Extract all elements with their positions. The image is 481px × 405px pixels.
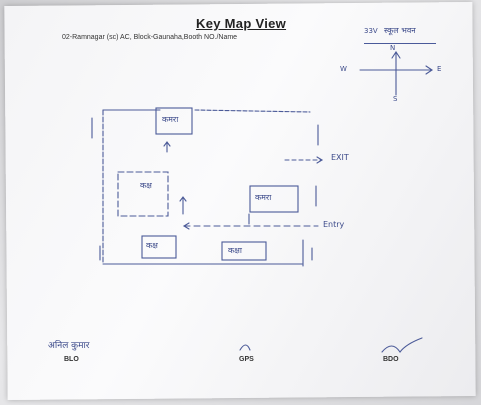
exit-label: EXIT: [331, 153, 349, 162]
page-title: Key Map View: [196, 16, 287, 31]
bdo-label: BDO: [383, 356, 399, 363]
blo-signature: अनिल कुमार: [48, 341, 90, 351]
room-label-top: कमरा: [162, 115, 179, 124]
bdo-signature: [381, 337, 423, 353]
entry-label: Entry: [323, 220, 345, 229]
room-label-right: कमरा: [255, 193, 272, 202]
compass-w: W: [340, 65, 347, 73]
room-label-bottom-right: कक्षा: [228, 246, 242, 255]
subtitle-text: 02-Ramnagar (sc) AC, Block-Gaunaha,Booth…: [62, 34, 238, 41]
compass-icon: [359, 51, 433, 96]
room-bottom-right: [221, 241, 267, 261]
room-left: [117, 171, 169, 217]
booth-subtitle: 02-Ramnagar (sc) AC, Block-Gaunaha,Booth…: [62, 34, 237, 41]
gps-mark: [239, 344, 251, 351]
boundary-wall: [102, 109, 311, 267]
compass-e: E: [437, 65, 442, 73]
blo-label: BLO: [64, 356, 79, 363]
room-right: [249, 185, 299, 213]
booth-name-hand: स्कूल भवन: [384, 26, 416, 35]
booth-number-hand: 33V: [364, 27, 378, 35]
room-label-bottom-left: कक्ष: [146, 241, 158, 250]
room-label-left: कक्ष: [140, 181, 152, 190]
signature-underline: [364, 43, 436, 44]
room-bottom-left: [141, 235, 177, 259]
compass-s: S: [393, 95, 398, 103]
gps-label: GPS: [239, 356, 254, 363]
room-top: [155, 107, 193, 135]
compass-n: N: [390, 44, 396, 52]
